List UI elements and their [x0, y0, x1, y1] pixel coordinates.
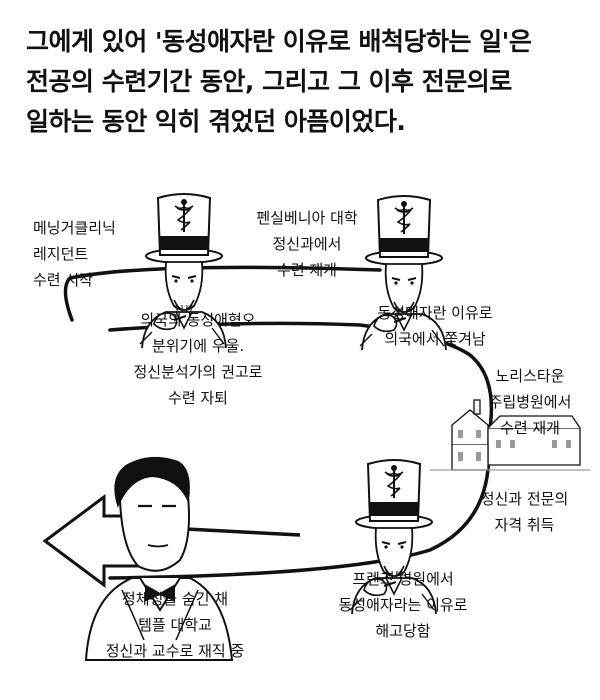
caption-expelled: 동성애자란 이유로 의국에서 쫓겨남: [350, 300, 520, 352]
caption-line: 수련 재개: [500, 419, 560, 437]
caption-line: 주립병원에서: [488, 393, 572, 411]
header-line: 그에게 있어 '동성애자란 이유로 배척당하는 일'은: [26, 27, 532, 56]
caption-line: 프렌즈 병원에서: [352, 570, 454, 588]
caption-line: 정신분석가의 권고로: [133, 363, 263, 381]
caption-line: 수련 재개: [277, 261, 337, 279]
caption-line: 의국에서 쫓겨남: [384, 330, 486, 348]
caption-norristown: 노리스타운 주립병원에서 수련 재개: [470, 363, 590, 441]
caption-line: 해고당함: [375, 622, 431, 640]
caption-line: 레지던트: [33, 245, 89, 263]
caption-penn-resume: 펜실베니아 대학 정신과에서 수련 재개: [232, 205, 382, 283]
caption-line: 메닝거클리닉: [33, 219, 116, 237]
caption-line: 자격 취득: [494, 516, 555, 534]
header-line: 전공의 수련기간 동안, 그리고 그 이후 전문의로: [26, 67, 512, 96]
caption-line: 정신과 교수로 재직 중: [105, 642, 245, 660]
caption-line: 펜실베니아 대학: [256, 209, 358, 227]
caption-line: 정신과에서: [272, 235, 342, 253]
header-line: 일하는 동안 익히 겪었던 아픔이었다.: [26, 107, 406, 136]
caption-line: 정신과 전문의: [480, 490, 569, 508]
suited-man: [84, 456, 234, 661]
header-text: 그에게 있어 '동성애자란 이유로 배척당하는 일'은 전공의 수련기간 동안,…: [26, 22, 586, 142]
hospital-building: [430, 399, 590, 471]
caption-certified: 정신과 전문의 자격 취득: [462, 486, 587, 538]
caption-line: 분위기에 우울.: [151, 337, 245, 355]
caption-fired: 프렌즈 병원에서 동성애자라는 이유로 해고당함: [318, 566, 488, 644]
caption-line: 수련 자퇴: [168, 389, 228, 407]
caption-line: 동성애자란 이유로: [377, 304, 493, 322]
caption-line: 수련 시작: [33, 271, 93, 289]
caption-temple: 정체성을 숨긴 채 템플 대학교 정신과 교수로 재직 중: [70, 586, 280, 664]
caption-line: 의국의 동성애혐오: [140, 311, 256, 329]
caption-line: 정체성을 숨긴 채: [121, 590, 229, 608]
caption-dropout: 의국의 동성애혐오 분위기에 우울. 정신분석가의 권고로 수련 자퇴: [108, 307, 288, 411]
caption-line: 노리스타운: [495, 367, 565, 385]
caption-line: 템플 대학교: [138, 616, 212, 634]
caption-menninger-residency: 메닝거클리닉 레지던트 수련 시작: [33, 215, 116, 293]
caption-line: 동성애자라는 이유로: [338, 596, 468, 614]
